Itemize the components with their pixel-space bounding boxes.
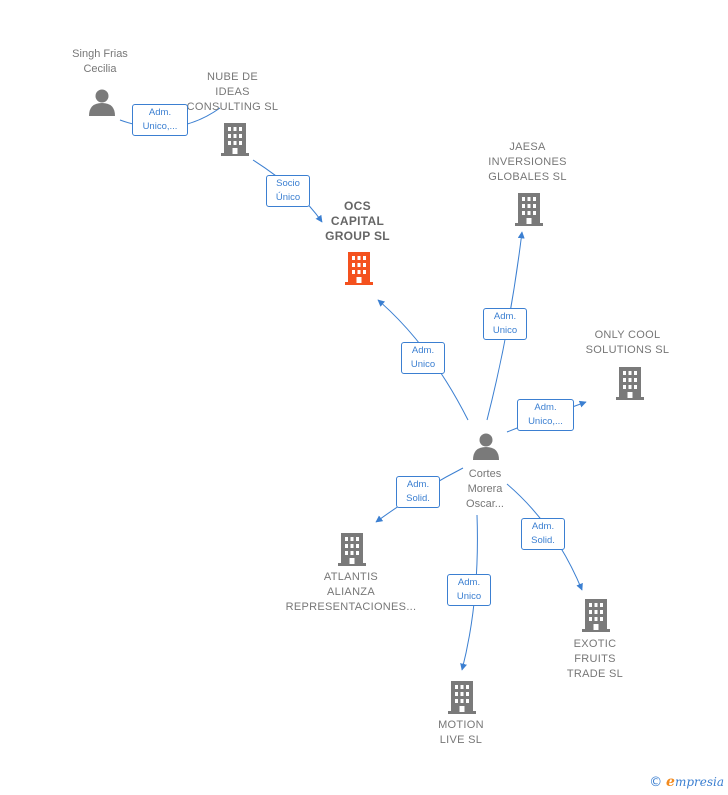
copyright-icon: © [649,775,663,790]
edge-label-cortes-motion: Adm. Unico [447,574,491,606]
edge-label-cortes-jaesa: Adm. Unico [483,308,527,340]
edge-label-cortes-onlycool: Adm. Unico,... [517,399,574,431]
brand-logo-text: mpresia [674,775,724,789]
edge-label-cortes-atlantis: Adm. Solid. [396,476,440,508]
node-label-nube[interactable]: NUBE DE IDEAS CONSULTING SL [186,71,279,113]
node-label-cortes[interactable]: Cortes Morera Oscar... [466,468,504,510]
node-label-motion[interactable]: MOTION LIVE SL [438,719,484,746]
node-label-onlycool[interactable]: ONLY COOL SOLUTIONS SL [585,329,670,356]
node-label-jaesa[interactable]: JAESA INVERSIONES GLOBALES SL [488,141,567,183]
edge-label-cortes-ocs: Adm. Unico [401,342,445,374]
node-label-exotic[interactable]: EXOTIC FRUITS TRADE SL [566,638,624,680]
edge-label-cortes-exotic: Adm. Solid. [521,518,565,550]
node-label-ocs[interactable]: OCS CAPITAL GROUP SL [325,199,390,243]
building-icon[interactable] [447,680,477,714]
node-label-singh[interactable]: Singh Frias Cecilia [72,48,128,75]
building-icon-focus[interactable] [344,251,374,285]
building-icon[interactable] [337,532,367,566]
building-icon[interactable] [581,598,611,632]
person-icon[interactable] [472,432,500,460]
brand-footer: © empresia [649,774,724,790]
person-icon[interactable] [88,88,116,116]
brand-logo-initial: e [666,774,675,790]
edge-label-singh-nube: Adm. Unico,... [132,104,188,136]
node-label-atlantis[interactable]: ATLANTIS ALIANZA REPRESENTACIONES... [285,571,417,613]
building-icon[interactable] [220,122,250,156]
building-icon[interactable] [615,366,645,400]
building-icon[interactable] [514,192,544,226]
edge-label-nube-ocs: Socio Único [266,175,310,207]
